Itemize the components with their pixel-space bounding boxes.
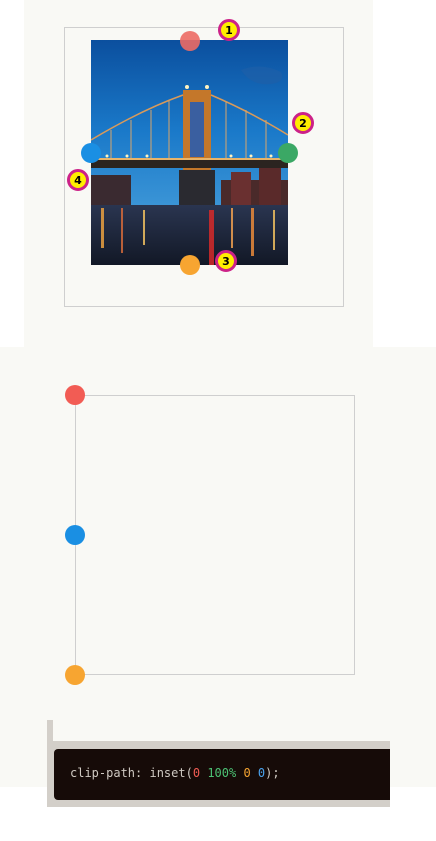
demo-panel-bottom: [0, 347, 436, 787]
code-value-top: 0: [192, 766, 201, 780]
code-closing: );: [265, 766, 280, 780]
bridge-photo: [91, 40, 288, 265]
bridge-photo-image: [91, 40, 288, 265]
badge-1: 1: [218, 19, 240, 41]
handle-left[interactable]: [81, 143, 101, 163]
badge-4: 4: [67, 169, 89, 191]
handle-left-clipped[interactable]: [65, 525, 85, 545]
css-code-block: clip-path: inset(0 100% 0 0);: [54, 749, 390, 800]
handle-bottom[interactable]: [180, 255, 200, 275]
handle-top-clipped[interactable]: [65, 385, 85, 405]
badge-3: 3: [215, 250, 237, 272]
code-property: clip-path:: [70, 766, 143, 780]
reference-box-top: [64, 27, 344, 307]
handle-right[interactable]: [278, 143, 298, 163]
badge-2: 2: [292, 112, 314, 134]
handle-top[interactable]: [180, 31, 200, 51]
reference-box-bottom: [75, 395, 355, 675]
code-value-bottom: 0: [243, 766, 251, 780]
code-value-right: 100%: [207, 766, 237, 780]
code-value-left: 0: [257, 766, 266, 780]
handle-bottom-clipped[interactable]: [65, 665, 85, 685]
code-function: inset(: [149, 766, 193, 780]
code-frame-inner: [53, 720, 390, 741]
